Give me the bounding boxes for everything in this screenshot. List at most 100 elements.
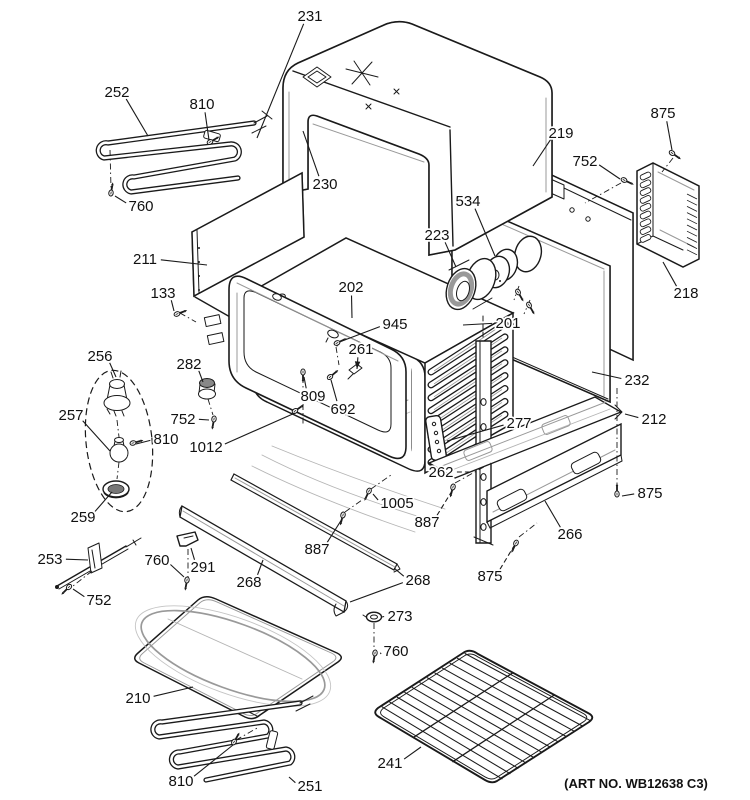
- callout-241: 241: [376, 746, 422, 774]
- screw-icon: [206, 136, 220, 145]
- callout-810: 810: [135, 429, 180, 450]
- callout-760: 760: [379, 641, 410, 662]
- part-number-259: 259: [70, 509, 95, 526]
- part-number-266: 266: [557, 526, 582, 543]
- lens-cover-259: [102, 480, 130, 499]
- callout-256: 256: [86, 346, 117, 378]
- part-number-202: 202: [338, 279, 363, 296]
- part-number-256: 256: [87, 348, 112, 365]
- screw-icon: [614, 483, 620, 498]
- part-number-887: 887: [414, 514, 439, 531]
- part-number-291: 291: [190, 559, 215, 576]
- callout-259: 259: [69, 491, 113, 528]
- callout-945: 945: [341, 314, 409, 342]
- part-number-1005: 1005: [380, 495, 413, 512]
- callout-210: 210: [124, 686, 194, 709]
- callout-133: 133: [149, 283, 177, 312]
- part-number-752: 752: [170, 411, 195, 428]
- screws: [61, 136, 681, 746]
- light-assembly: [84, 369, 154, 513]
- callout-253: 253: [36, 549, 89, 570]
- screw-icon: [364, 487, 372, 501]
- lamp-socket-256: [103, 370, 131, 417]
- callout-layer: 2312528107602197528752182305342232112021…: [36, 6, 701, 797]
- bracket-266: [486, 422, 623, 529]
- callout-257: 257: [57, 405, 111, 452]
- callout-223: 223: [423, 225, 457, 268]
- part-number-201: 201: [495, 315, 520, 332]
- part-number-210: 210: [125, 690, 150, 707]
- part-number-875: 875: [650, 105, 675, 122]
- part-number-810: 810: [168, 773, 193, 790]
- callout-291: 291: [189, 547, 217, 578]
- screw-icon: [620, 177, 634, 185]
- blower-wheel-223: [445, 257, 497, 311]
- part-number-268: 268: [405, 572, 430, 589]
- callout-251: 251: [288, 776, 324, 797]
- callout-266: 266: [544, 500, 584, 545]
- callout-692: 692: [329, 379, 357, 420]
- callout-752: 752: [571, 151, 621, 180]
- callout-1005: 1005: [372, 493, 415, 514]
- part-number-262: 262: [428, 464, 453, 481]
- part-number-1012: 1012: [189, 439, 222, 456]
- part-number-945: 945: [382, 316, 407, 333]
- part-number-133: 133: [150, 285, 175, 302]
- part-number-752: 752: [572, 153, 597, 170]
- callout-268: 268: [349, 567, 432, 603]
- part-number-810: 810: [153, 431, 178, 448]
- part-number-282: 282: [176, 356, 201, 373]
- oven-bottom-210: [134, 596, 342, 720]
- screw-icon: [184, 576, 190, 591]
- callout-760: 760: [143, 550, 185, 578]
- callout-273: 273: [381, 606, 414, 627]
- part-number-257: 257: [58, 407, 83, 424]
- vent-cutout: [302, 66, 332, 88]
- part-number-760: 760: [144, 552, 169, 569]
- callout-282: 282: [175, 354, 204, 383]
- part-number-223: 223: [424, 227, 449, 244]
- part-number-875: 875: [637, 485, 662, 502]
- screw-icon: [515, 288, 524, 302]
- part-number-760: 760: [128, 198, 153, 215]
- part-number-212: 212: [641, 411, 666, 428]
- alignment-dash-lines: [72, 149, 674, 741]
- callout-268: 268: [235, 559, 264, 593]
- callout-875: 875: [621, 483, 664, 504]
- screw-icon: [129, 439, 144, 446]
- callout-202: 202: [337, 277, 365, 319]
- callout-261: 261: [347, 339, 375, 370]
- screw-icon: [326, 370, 339, 381]
- part-number-252: 252: [104, 84, 129, 101]
- callout-252: 252: [103, 82, 149, 137]
- callout-262: 262: [427, 462, 473, 483]
- callout-212: 212: [624, 409, 668, 430]
- top-cover-231: [282, 20, 553, 256]
- callout-1012: 1012: [188, 412, 296, 458]
- screw-icon: [300, 368, 306, 383]
- callout-752: 752: [72, 588, 113, 611]
- callout-219: 219: [532, 123, 575, 167]
- screw-icon: [511, 539, 519, 553]
- callout-218: 218: [662, 261, 700, 304]
- grommet-282: [198, 378, 216, 400]
- clip-291: [176, 531, 199, 547]
- part-number-232: 232: [624, 372, 649, 389]
- part-number-273: 273: [387, 608, 412, 625]
- callout-810: 810: [167, 744, 234, 792]
- part-number-692: 692: [330, 401, 355, 418]
- bake-element-terminals: [265, 695, 314, 750]
- fan-motor-group: [445, 248, 519, 311]
- sensor-probe-253: [55, 537, 142, 590]
- vent-box-218: [636, 162, 700, 268]
- bake-element-251: [150, 700, 303, 783]
- callout-887: 887: [303, 518, 343, 560]
- shelf-212: [427, 396, 623, 479]
- front-frame-202: [203, 275, 407, 460]
- latch-clip-261: [347, 363, 363, 380]
- callout-875: 875: [476, 545, 515, 587]
- screw-icon: [211, 415, 217, 430]
- latch-plate-277: [425, 414, 448, 471]
